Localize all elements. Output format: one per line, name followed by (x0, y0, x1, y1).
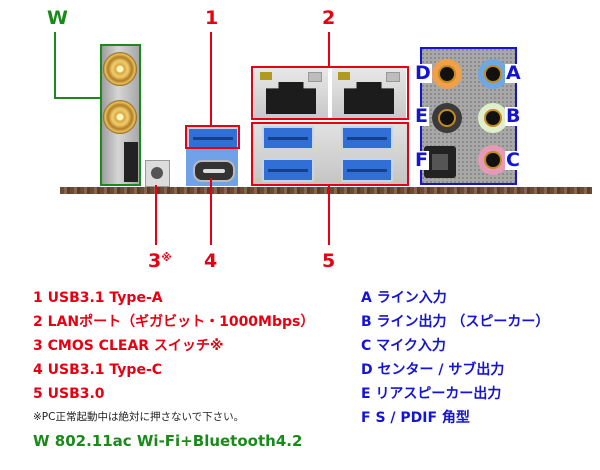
audio-highlight-box (420, 47, 517, 185)
lan-highlight-box (251, 66, 409, 120)
legend-item-3: 3 CMOS CLEAR スイッチ※ (33, 338, 224, 354)
callout-w: W (47, 7, 68, 29)
legend-item-2: 2 LANポート（ギガビット・1000Mbps） (33, 314, 315, 330)
usb30-port-3 (262, 158, 314, 182)
cmos-button-cap (151, 167, 163, 179)
audio-jack-c (478, 145, 508, 175)
callout-w-line-v (54, 32, 56, 99)
callout-2: 2 (322, 7, 336, 29)
lan-port-2 (332, 68, 406, 118)
wifi-highlight-box (100, 44, 141, 186)
legend-item-a: A ライン入力 (361, 290, 447, 306)
legend-item-d: D センター / サブ出力 (361, 362, 505, 378)
usb30-port-1 (262, 126, 314, 150)
audio-jack-b (478, 103, 508, 133)
lan-led-activity (338, 72, 350, 80)
antenna-connector-bottom (103, 100, 137, 134)
legend-item-c: C マイク入力 (361, 338, 446, 354)
legend-item-e: E リアスピーカー出力 (361, 386, 502, 402)
cmos-warning-note: ※PC正常起動中は絶対に押さないで下さい。 (33, 411, 245, 423)
usb-c-tongue (203, 169, 225, 173)
usb31-type-c-port (193, 160, 235, 182)
legend-item-5: 5 USB3.0 (33, 386, 105, 402)
callout-4-line (210, 178, 212, 245)
wifi-bracket-slot (124, 142, 138, 182)
lan-led-link (308, 72, 322, 82)
callout-3: 3※ (148, 252, 172, 271)
callout-1: 1 (205, 7, 219, 29)
lan-led-link (386, 72, 400, 82)
legend-item-f: F S / PDIF 角型 (361, 410, 470, 426)
callout-f: F (414, 149, 429, 171)
legend-item-w: W 802.11ac Wi-Fi+Bluetooth4.2 (33, 432, 303, 450)
legend-item-1: 1 USB3.1 Type-A (33, 290, 163, 306)
audio-jack-e (432, 103, 462, 133)
callout-a: A (505, 62, 522, 84)
usb30-port-4 (341, 158, 393, 182)
usb30-highlight-box (251, 122, 409, 186)
lan-port-1 (254, 68, 328, 118)
callout-3-mark: ※ (161, 251, 172, 264)
callout-5: 5 (322, 250, 336, 272)
callout-c: C (505, 149, 521, 171)
callout-w-line-h (54, 97, 101, 99)
callout-5-line (328, 186, 330, 245)
cmos-clear-switch (145, 160, 170, 187)
callout-3-line (155, 185, 157, 245)
legend-item-4: 4 USB3.1 Type-C (33, 362, 163, 378)
motherboard-edge (60, 187, 592, 194)
legend-item-b: B ライン出力 （スピーカー） (361, 314, 550, 330)
callout-4: 4 (204, 250, 218, 272)
callout-1-line (210, 32, 212, 126)
callout-d: D (414, 62, 432, 84)
audio-jack-d (432, 59, 462, 89)
spdif-optical-port (424, 146, 456, 178)
callout-b: B (505, 105, 522, 127)
callout-e: E (414, 105, 429, 127)
callout-3-number: 3 (148, 250, 162, 272)
lan-led-activity (260, 72, 272, 80)
usb30-port-2 (341, 126, 393, 150)
usb31-type-a-highlight (185, 125, 240, 149)
audio-jack-a (478, 59, 508, 89)
antenna-connector-top (103, 52, 137, 86)
callout-2-line (328, 32, 330, 66)
